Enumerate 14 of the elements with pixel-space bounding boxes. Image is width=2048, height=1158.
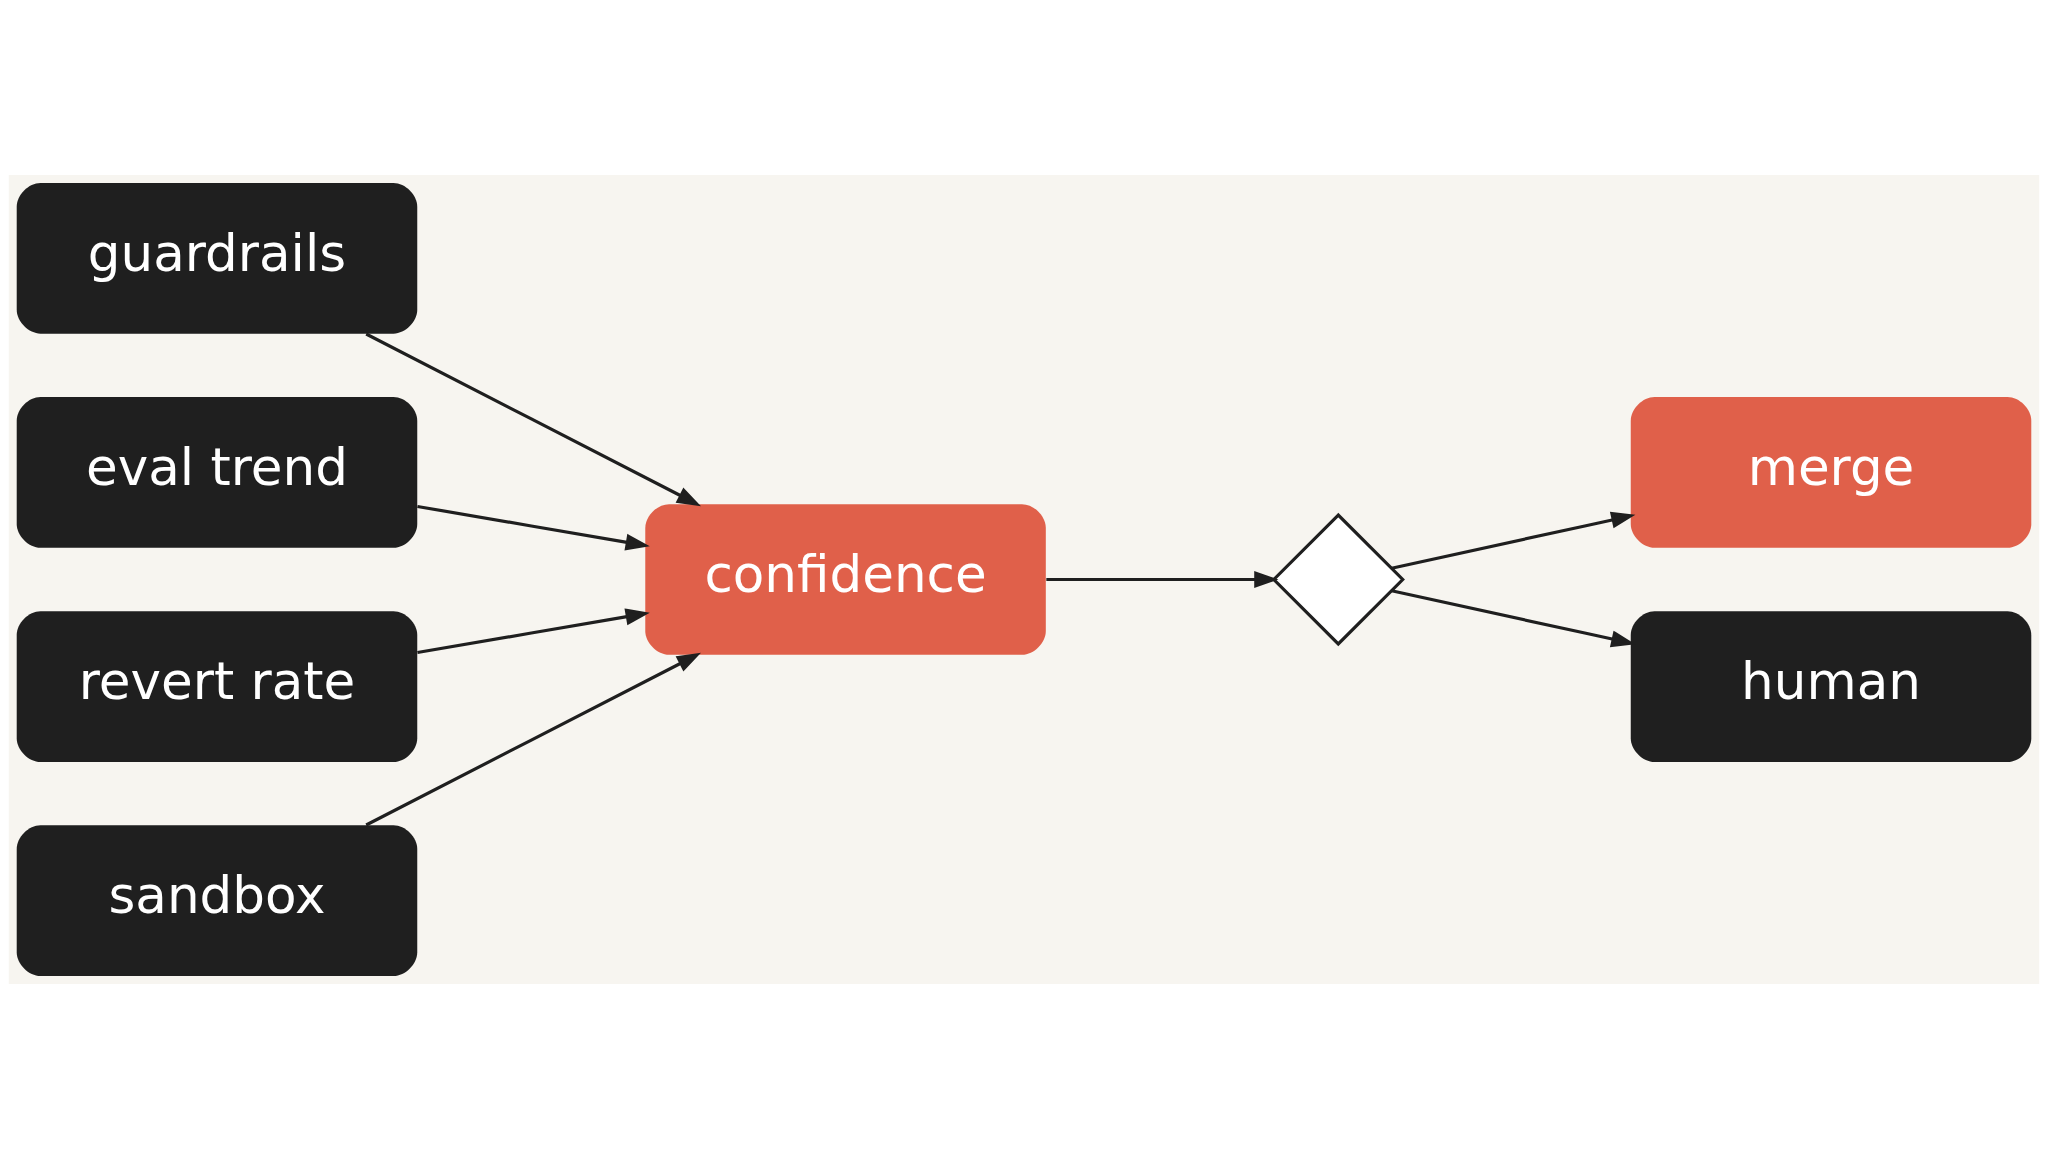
node-box: eval trend [16, 396, 418, 548]
arrow [1391, 511, 1636, 570]
node-box: sandbox [16, 824, 418, 976]
node-box: revert rate [16, 610, 418, 762]
node-box: confidence [645, 503, 1046, 655]
arrow [365, 332, 702, 506]
node-box: guardrails [16, 182, 418, 334]
arrow [1046, 570, 1279, 588]
arrow [417, 607, 650, 654]
node-diamond [1271, 512, 1405, 646]
node-box: human [1630, 610, 2032, 762]
arrow [365, 652, 702, 826]
node-box: merge [1630, 396, 2032, 548]
arrow [417, 504, 650, 551]
